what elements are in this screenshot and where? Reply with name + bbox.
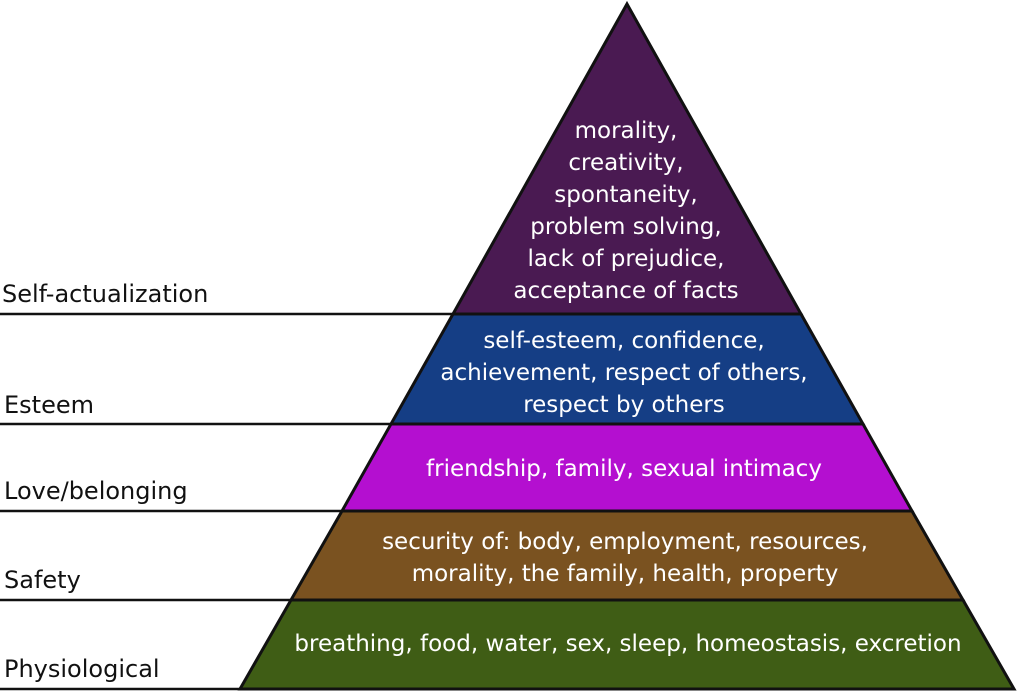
tier-text-line: creativity, [568,150,683,176]
tier-text-line: self-esteem, confidence, [483,328,764,354]
tier-text-line: morality, the family, health, property [412,561,839,587]
tier-text-safety: security of: body, employment, resources… [382,529,868,587]
tier-text-physiological: breathing, food, water, sex, sleep, home… [294,631,961,657]
tier-text-line: spontaneity, [554,182,697,208]
level-label-esteem: Esteem [4,391,94,419]
tier-text-line: acceptance of facts [513,278,738,304]
tier-text-line: morality, [575,118,678,144]
level-label-physiological: Physiological [4,655,160,683]
tier-text-self-actualization: morality, creativity, spontaneity, probl… [513,118,738,304]
tier-text-line: respect by others [523,392,725,418]
tier-text-line: lack of prejudice, [527,246,724,272]
tier-text-esteem: self-esteem, confidence, achievement, re… [440,328,807,418]
level-label-love-belonging: Love/belonging [4,477,188,505]
tier-text-line: achievement, respect of others, [440,360,807,386]
tier-text-line: friendship, family, sexual intimacy [426,456,822,482]
tier-text-line: breathing, food, water, sex, sleep, home… [294,631,961,657]
level-label-self-actualization: Self-actualization [2,280,208,308]
tier-text-line: security of: body, employment, resources… [382,529,868,555]
tier-text-love-belonging: friendship, family, sexual intimacy [426,456,822,482]
tier-physiological [237,598,1017,691]
level-label-safety: Safety [4,566,81,594]
tier-text-line: problem solving, [530,214,721,240]
